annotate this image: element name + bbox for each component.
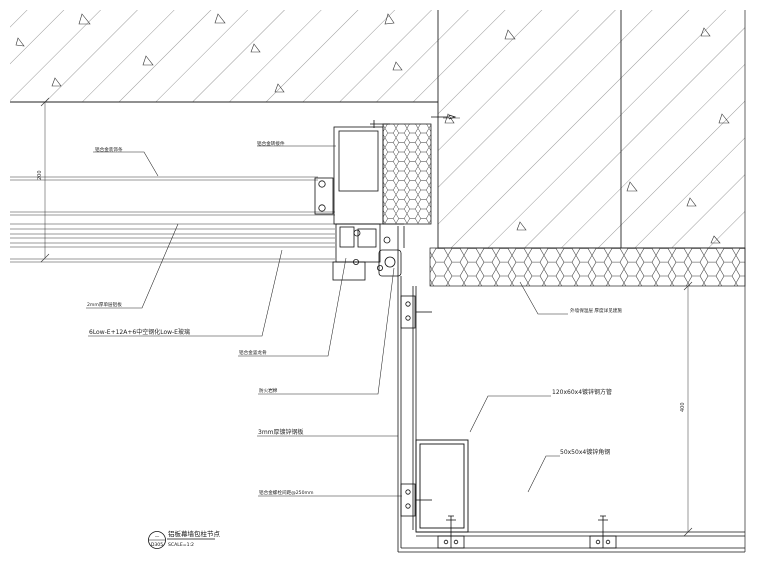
label-steel-angle: 50x50x4镀锌角钢 bbox=[560, 448, 610, 456]
label-aluminum-mullion: 铝合金竖龙骨 bbox=[239, 349, 267, 356]
title-symbol-top: — bbox=[155, 535, 160, 540]
leader-lines bbox=[86, 145, 568, 497]
dimension-400: 400 bbox=[680, 281, 693, 537]
concrete-column bbox=[437, 10, 745, 249]
label-spandrel-panel: 2mm厚单层铝板 bbox=[87, 301, 122, 308]
dimension-200-label: 200 bbox=[37, 170, 43, 180]
concrete-slab bbox=[10, 10, 438, 103]
aluminum-frame bbox=[314, 114, 457, 281]
title-block: — D305 铝板幕墙包柱节点 SCALE=1:2 bbox=[148, 529, 221, 549]
dimension-200: 200 bbox=[37, 97, 50, 263]
label-aluminum-cap: 铝合金装饰条 bbox=[95, 146, 123, 153]
label-anchor-bolt: 铝合金螺栓间距@250mm bbox=[259, 489, 314, 496]
column-cladding bbox=[397, 248, 745, 553]
insulation-layer bbox=[429, 247, 746, 287]
label-aluminum-adapter: 铝合金转接件 bbox=[257, 140, 285, 147]
steel-tube bbox=[415, 439, 469, 533]
drawing-title: 铝板幕墙包柱节点 bbox=[168, 529, 221, 538]
insulation-block bbox=[382, 123, 432, 225]
label-insulation: 外墙保温层 厚度详见建施 bbox=[570, 307, 622, 314]
label-glass: 6Low-E+12A+6中空钢化Low-E玻璃 bbox=[89, 328, 190, 336]
label-backing-sheet: 3mm厚镀锌钢板 bbox=[258, 428, 304, 436]
glazing-panel-lines bbox=[10, 176, 335, 263]
label-steel-tube: 120x60x4镀锌钢方管 bbox=[552, 388, 612, 396]
drawing-scale: SCALE=1:2 bbox=[168, 542, 194, 548]
label-fire-seal: 防火岩棉 bbox=[259, 387, 278, 394]
steel-angle bbox=[416, 515, 745, 549]
title-symbol-bottom: D305 bbox=[151, 542, 163, 548]
dimension-400-label: 400 bbox=[680, 402, 686, 412]
